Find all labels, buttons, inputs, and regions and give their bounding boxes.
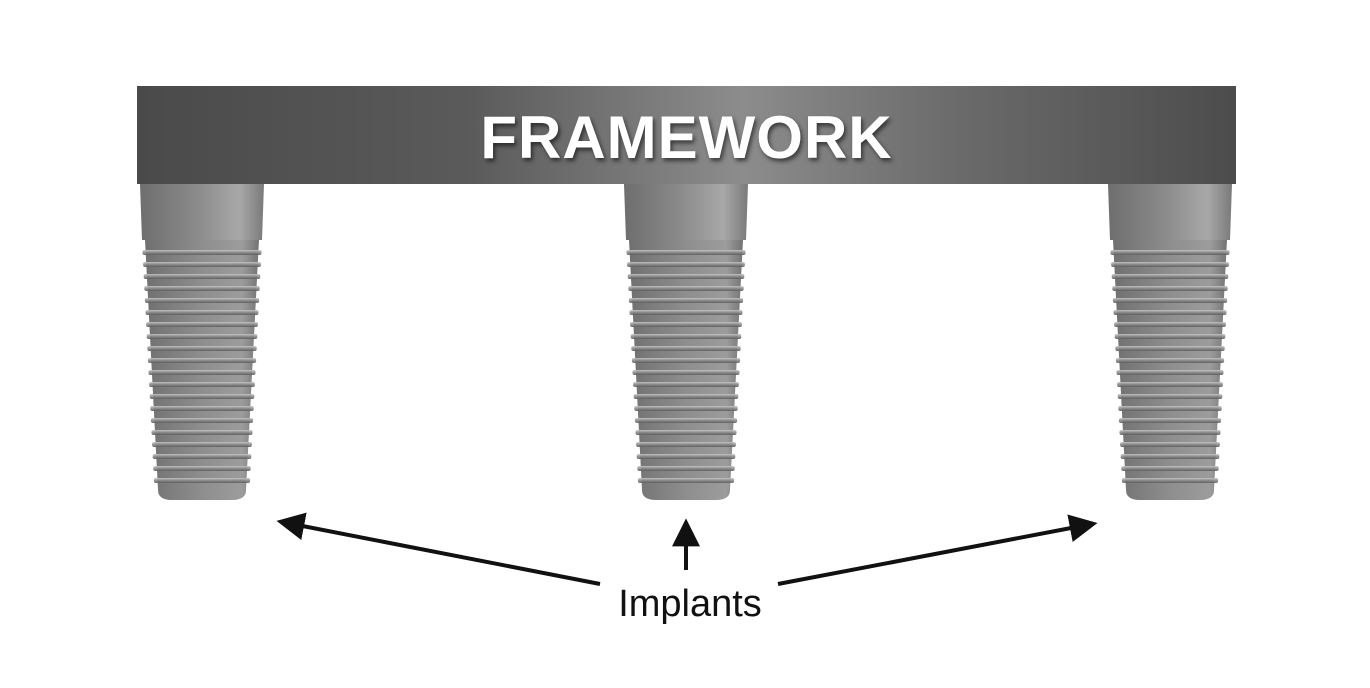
implant-thread — [637, 478, 735, 483]
implant-thread — [1119, 430, 1221, 435]
implant-2 — [624, 184, 748, 500]
implant-thread — [626, 250, 746, 255]
implant-thread — [1111, 262, 1229, 267]
implant-thread — [152, 442, 252, 447]
implant-thread — [151, 430, 253, 435]
implant-thread — [142, 250, 262, 255]
implant-thread — [144, 286, 260, 291]
implant-thread — [147, 346, 257, 351]
implant-thread — [1116, 370, 1224, 375]
implant-thread — [635, 430, 737, 435]
implant-thread — [637, 466, 735, 471]
implant-thread — [627, 262, 745, 267]
implant-thread — [629, 310, 743, 315]
implant-thread — [1118, 406, 1222, 411]
implant-thread — [146, 334, 258, 339]
implant-thread — [1117, 382, 1223, 387]
arrow-left — [276, 512, 601, 586]
implant-thread — [628, 298, 744, 303]
implant-thread — [144, 298, 260, 303]
implant-thread — [1121, 478, 1219, 483]
framework-label: FRAMEWORK — [480, 103, 893, 171]
implant-thread — [153, 466, 251, 471]
implant-thread — [634, 406, 738, 411]
implant-3 — [1108, 184, 1232, 500]
implant-thread — [1114, 334, 1226, 339]
implant-thread — [634, 418, 738, 423]
implant-thread — [1121, 466, 1219, 471]
implant-thread — [632, 370, 740, 375]
implant-collar — [624, 184, 748, 240]
implant-thread — [1120, 442, 1220, 447]
implant-thread — [636, 454, 736, 459]
implant-thread — [145, 310, 259, 315]
implant-thread — [1113, 310, 1227, 315]
implant-thread — [631, 346, 741, 351]
implant-thread — [1111, 274, 1229, 279]
implant-thread — [627, 274, 745, 279]
implant-thread — [149, 394, 255, 399]
implant-thread — [1114, 322, 1226, 327]
implant-thread — [143, 274, 261, 279]
implant-thread — [1112, 286, 1228, 291]
implants-label: Implants — [618, 583, 762, 625]
implant-thread — [1115, 346, 1225, 351]
implant-collar — [140, 184, 264, 240]
implant-thread — [147, 358, 257, 363]
arrow-right — [777, 514, 1098, 586]
implant-thread — [153, 478, 251, 483]
implant-thread — [633, 382, 739, 387]
implant-thread — [150, 406, 254, 411]
implant-collar — [1108, 184, 1232, 240]
implant-thread — [1117, 394, 1223, 399]
implant-thread — [1118, 418, 1222, 423]
implant-thread — [630, 334, 742, 339]
implant-thread — [149, 382, 255, 387]
implant-thread — [1112, 298, 1228, 303]
implant-thread — [150, 418, 254, 423]
framework-bar: FRAMEWORK — [137, 86, 1236, 184]
implant-thread — [628, 286, 744, 291]
implant-thread — [146, 322, 258, 327]
implant-thread — [631, 358, 741, 363]
implant-thread — [1115, 358, 1225, 363]
implant-thread — [152, 454, 252, 459]
implant-thread — [630, 322, 742, 327]
implant-thread — [633, 394, 739, 399]
implant-thread — [636, 442, 736, 447]
implant-thread — [148, 370, 256, 375]
implant-thread — [1110, 250, 1230, 255]
implant-1 — [140, 184, 264, 500]
implant-thread — [1120, 454, 1220, 459]
implant-thread — [143, 262, 261, 267]
